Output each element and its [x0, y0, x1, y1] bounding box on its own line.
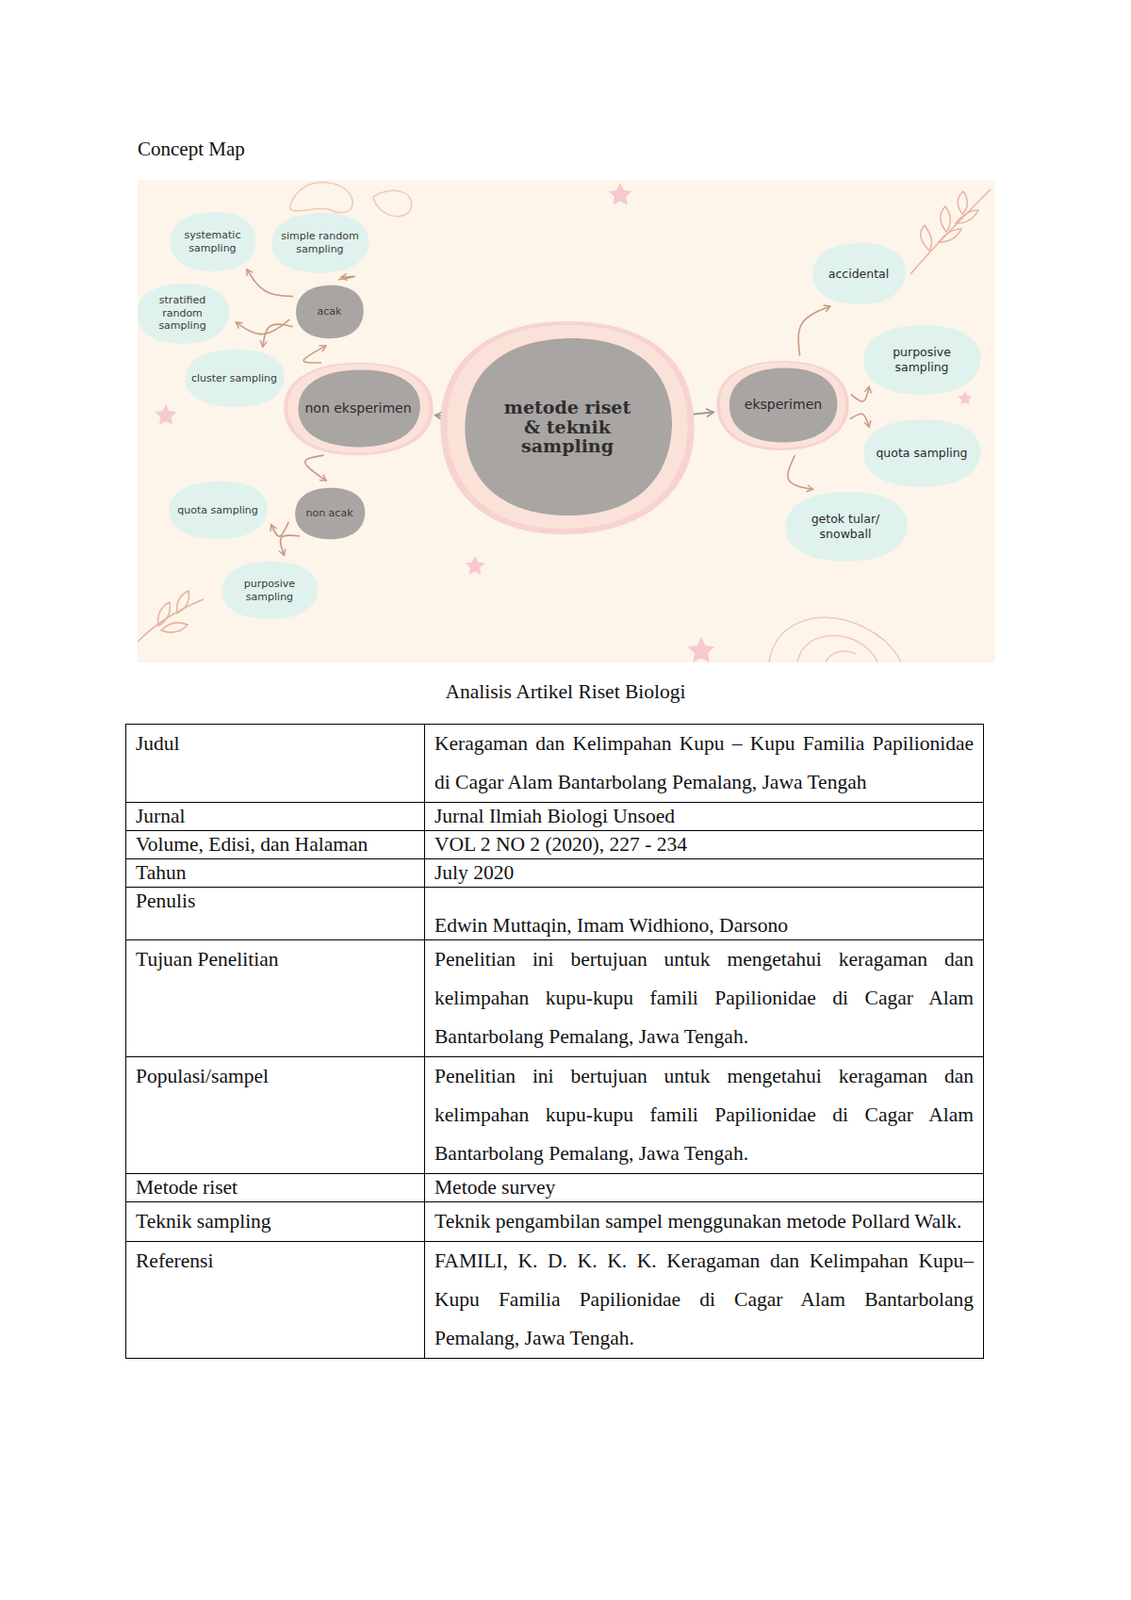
connector-arrow [280, 535, 300, 556]
node-text: stratified random sampling [140, 294, 225, 333]
connector-arrow [305, 455, 327, 481]
field-value: Edwin Muttaqin, Imam Widhiono, Darsono [434, 914, 788, 937]
table-cell: Teknik pengambilan sampel menggunakan me… [425, 1202, 984, 1243]
table-cell: Tahun [126, 859, 426, 888]
table-row: PenulisEdwin Muttaqin, Imam Widhiono, Da… [126, 887, 984, 941]
field-name: Judul [135, 732, 181, 755]
sampling-bubble: quota sampling [858, 417, 985, 490]
table-cell: July 2020 [425, 859, 984, 888]
field-name: Volume, Edisi, dan Halaman [135, 833, 368, 856]
field-value: Teknik pengambilan sampel menggunakan me… [434, 1210, 962, 1233]
field-name: Metode riset [135, 1176, 238, 1199]
connector-arrow [262, 324, 294, 347]
field-name: Populasi/sampel [135, 1065, 269, 1088]
field-name: Tujuan Penelitian [135, 948, 279, 971]
table-cell: Referensi [126, 1242, 426, 1360]
node-text: quota sampling [177, 504, 258, 518]
sampling-bubble: purposive sampling [217, 559, 321, 622]
table-row: Populasi/sampel Penelitian ini bertujuan … [126, 1057, 984, 1175]
field-name: Referensi [135, 1249, 214, 1273]
field-name: Tahun [135, 861, 186, 885]
concept-blob: non eksperimen [293, 367, 425, 450]
table-cell: Metode riset [126, 1174, 426, 1203]
table-caption: Analisis Artikel Riset Biologi [0, 680, 1131, 705]
sampling-bubble: cluster sampling [180, 347, 288, 410]
concept-map-panel: metode riset & teknik sampling non eksper… [137, 180, 996, 663]
node-text: cluster sampling [191, 372, 278, 386]
sampling-bubble: getok tular/ snowball [780, 490, 912, 564]
page-heading: Concept Map [137, 137, 246, 162]
connector-arrow [246, 269, 294, 297]
table-cell: Keragaman dan Kelimpahan Kupu – Kupu Fam… [425, 724, 984, 804]
table-cell: Edwin Muttaqin, Imam Widhiono, Darsono [425, 887, 984, 941]
concept-blob: metode riset & teknik sampling [456, 332, 679, 522]
field-value: Metode survey [434, 1176, 556, 1199]
node-text: quota sampling [875, 445, 968, 461]
table-cell: Penulis [126, 887, 426, 941]
node-text: non acak [305, 507, 353, 521]
node-text: simple random sampling [275, 229, 365, 257]
table-cell: Teknik sampling [126, 1202, 426, 1243]
table-cell: Metode survey [425, 1174, 984, 1203]
field-value: Penelitian ini bertujuan untuk mengetahu… [434, 948, 974, 1049]
sampling-bubble: simple random sampling [267, 211, 373, 276]
field-value: VOL 2 NO 2 (2020), 227 - 234 [434, 833, 688, 856]
connector-arrow [303, 345, 327, 363]
table-row: Judul Keragaman dan Kelimpahan Kupu – Kup… [126, 724, 984, 804]
node-text: systematic sampling [174, 229, 251, 256]
node-text: acak [317, 305, 343, 319]
node-text: purposive sampling [225, 577, 313, 605]
connector-arrow [338, 276, 355, 279]
table-cell: Jurnal Ilmiah Biologi Unsoed [425, 803, 984, 832]
table-row: Volume, Edisi, dan Halaman VOL 2 NO 2 (20… [126, 831, 984, 860]
table-cell: Penelitian ini bertujuan untuk mengetahu… [425, 1057, 984, 1175]
table-row: Jurnal Jurnal Ilmiah Biologi Unsoed [126, 803, 984, 832]
field-value: FAMILI, K. D. K. K. K. Keragaman dan Kel… [434, 1249, 974, 1350]
node-text: purposive sampling [866, 344, 978, 375]
field-name: Teknik sampling [135, 1210, 272, 1233]
field-name: Penulis [135, 889, 196, 913]
connector-arrow [851, 386, 869, 402]
connector-arrow [271, 522, 290, 537]
connector-arrow [787, 455, 814, 490]
table-cell: Volume, Edisi, dan Halaman [126, 831, 426, 860]
table-cell: FAMILI, K. D. K. K. K. Keragaman dan Kel… [425, 1242, 984, 1360]
article-table: Judul Keragaman dan Kelimpahan Kupu – Kup… [125, 723, 984, 1360]
field-value: Keragaman dan Kelimpahan Kupu – Kupu Fam… [434, 732, 974, 794]
node-text: non eksperimen [304, 400, 411, 418]
connector-arrow [798, 306, 831, 356]
concept-blob: non acak [292, 486, 368, 541]
sampling-bubble: systematic sampling [166, 210, 259, 274]
connector-arrow [235, 319, 290, 335]
table-row: Tujuan Penelitian Penelitian ini bertujua… [126, 940, 984, 1058]
table-cell: Jurnal [126, 803, 426, 832]
table-row: Metode riset Metode survey [126, 1174, 984, 1203]
concept-blob: acak [293, 283, 366, 341]
field-value: Penelitian ini bertujuan untuk mengetahu… [434, 1065, 974, 1165]
table-row: Referensi FAMILI, K. D. K. K. K. Keragama… [126, 1242, 984, 1360]
field-value: July 2020 [434, 861, 514, 885]
table-cell: Penelitian ini bertujuan untuk mengetahu… [425, 940, 984, 1058]
table-cell: Populasi/sampel [126, 1057, 426, 1175]
concept-blob: eksperimen [724, 365, 841, 445]
field-name: Jurnal [135, 804, 186, 828]
table-row: Tahun July 2020 [126, 859, 984, 888]
node-text: getok tular/ snowball [787, 511, 904, 541]
node-text: metode riset & teknik sampling [496, 397, 639, 458]
node-text: accidental [828, 266, 889, 282]
node-text: eksperimen [744, 396, 822, 414]
sampling-bubble: accidental [808, 241, 909, 307]
table-row: Teknik sampling Teknik pengambilan sampel… [126, 1202, 984, 1243]
sampling-bubble: purposive sampling [858, 323, 985, 397]
sampling-bubble: stratified random sampling [137, 281, 232, 346]
connector-arrow [850, 413, 869, 427]
table-cell: Tujuan Penelitian [126, 940, 426, 1058]
sampling-bubble: quota sampling [164, 479, 271, 541]
table-cell: Judul [126, 724, 426, 804]
field-value: Jurnal Ilmiah Biologi Unsoed [434, 804, 675, 828]
table-cell: VOL 2 NO 2 (2020), 227 - 234 [425, 831, 984, 860]
